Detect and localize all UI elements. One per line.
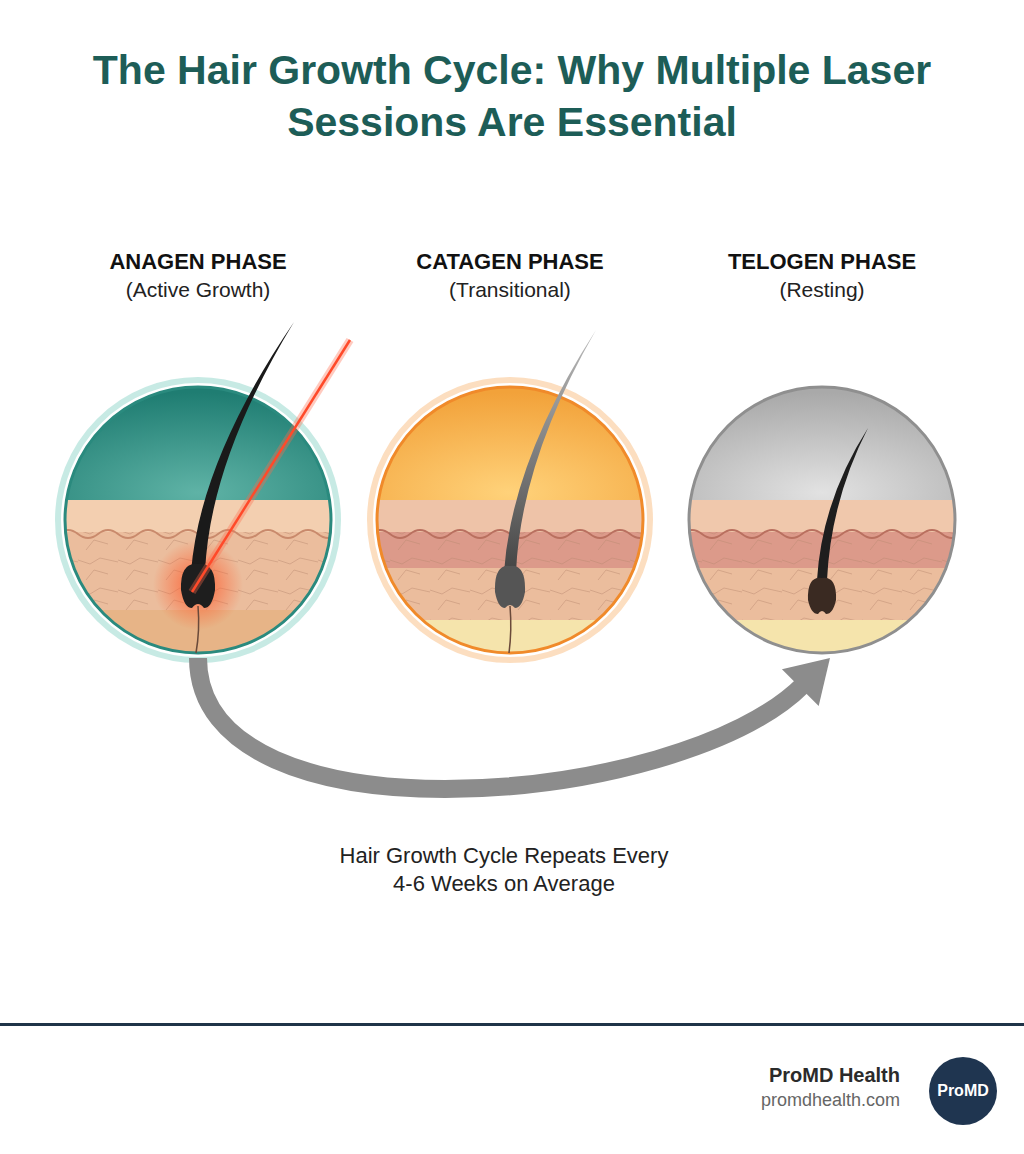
- phase-heading: TELOGEN PHASE: [687, 248, 957, 276]
- cycle-arrow: [198, 658, 830, 789]
- phase-circle: ANAGEN PHASE(Active Growth): [63, 248, 333, 658]
- brand-url: promdhealth.com: [761, 1090, 900, 1111]
- brand-name: ProMD Health: [769, 1064, 900, 1087]
- diagram-title: The Hair Growth Cycle: Why Multiple Lase…: [62, 44, 962, 148]
- logo-text: ProMD: [930, 1058, 996, 1124]
- phase-subtitle: (Active Growth): [63, 276, 333, 304]
- phase-circle: TELOGEN PHASE(Resting): [687, 248, 957, 658]
- phase-subtitle: (Transitional): [375, 276, 645, 304]
- phase-heading: ANAGEN PHASE: [63, 248, 333, 276]
- edge-label: Hair Growth Cycle Repeats Every 4-6 Week…: [330, 842, 678, 898]
- phase-subtitle: (Resting): [687, 276, 957, 304]
- phase-circle: CATAGEN PHASE(Transitional): [375, 248, 645, 658]
- phase-heading: CATAGEN PHASE: [375, 248, 645, 276]
